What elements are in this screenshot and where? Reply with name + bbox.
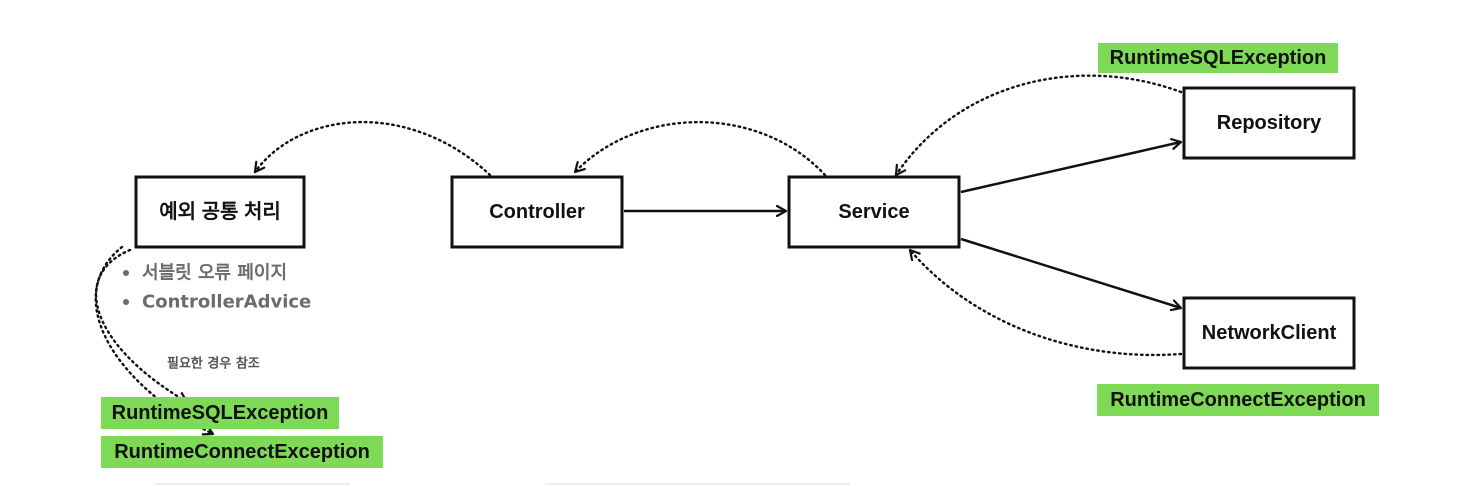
arrow-service-to-repository <box>960 142 1181 194</box>
dotted-networkclient-to-service <box>908 248 1183 357</box>
tag-handled-sql-exception-label: RuntimeSQLException <box>112 402 329 424</box>
handler-method-2: ControllerAdvice <box>142 292 311 313</box>
tag-networkclient-exception-label: RuntimeConnectException <box>1110 389 1366 411</box>
tag-repository-exception: RuntimeSQLException <box>1098 43 1338 73</box>
node-common-handler-label: 예외 공통 처리 <box>159 200 281 223</box>
tag-networkclient-exception: RuntimeConnectException <box>1097 384 1379 416</box>
tag-handled-connect-exception-label: RuntimeConnectException <box>114 441 370 463</box>
node-repository: Repository <box>1182 86 1356 160</box>
node-repository-label: Repository <box>1217 112 1322 134</box>
dotted-service-to-controller <box>573 120 827 177</box>
dotted-controller-to-handler <box>253 120 492 177</box>
node-controller: Controller <box>450 175 624 249</box>
tag-handled-connect-exception: RuntimeConnectException <box>101 436 383 468</box>
tag-handled-sql-exception: RuntimeSQLException <box>101 397 339 429</box>
node-network-client: NetworkClient <box>1182 296 1356 370</box>
reference-note: 필요한 경우 참조 <box>167 356 260 372</box>
tag-repository-exception-label: RuntimeSQLException <box>1110 47 1327 69</box>
bullet-dot-1 <box>123 270 129 276</box>
node-service: Service <box>787 175 961 249</box>
node-common-handler: 예외 공통 처리 <box>134 175 306 249</box>
dotted-handler-to-sql-exception <box>94 248 189 404</box>
node-service-label: Service <box>838 201 909 223</box>
dotted-repository-to-service <box>894 74 1183 177</box>
bullet-dot-2 <box>123 299 129 305</box>
arrow-service-to-networkclient <box>960 237 1181 308</box>
node-controller-label: Controller <box>489 201 585 223</box>
node-network-client-label: NetworkClient <box>1202 322 1337 344</box>
handler-method-1: 서블릿 오류 페이지 <box>142 263 287 284</box>
handler-method-list: 서블릿 오류 페이지 ControllerAdvice <box>123 263 311 313</box>
